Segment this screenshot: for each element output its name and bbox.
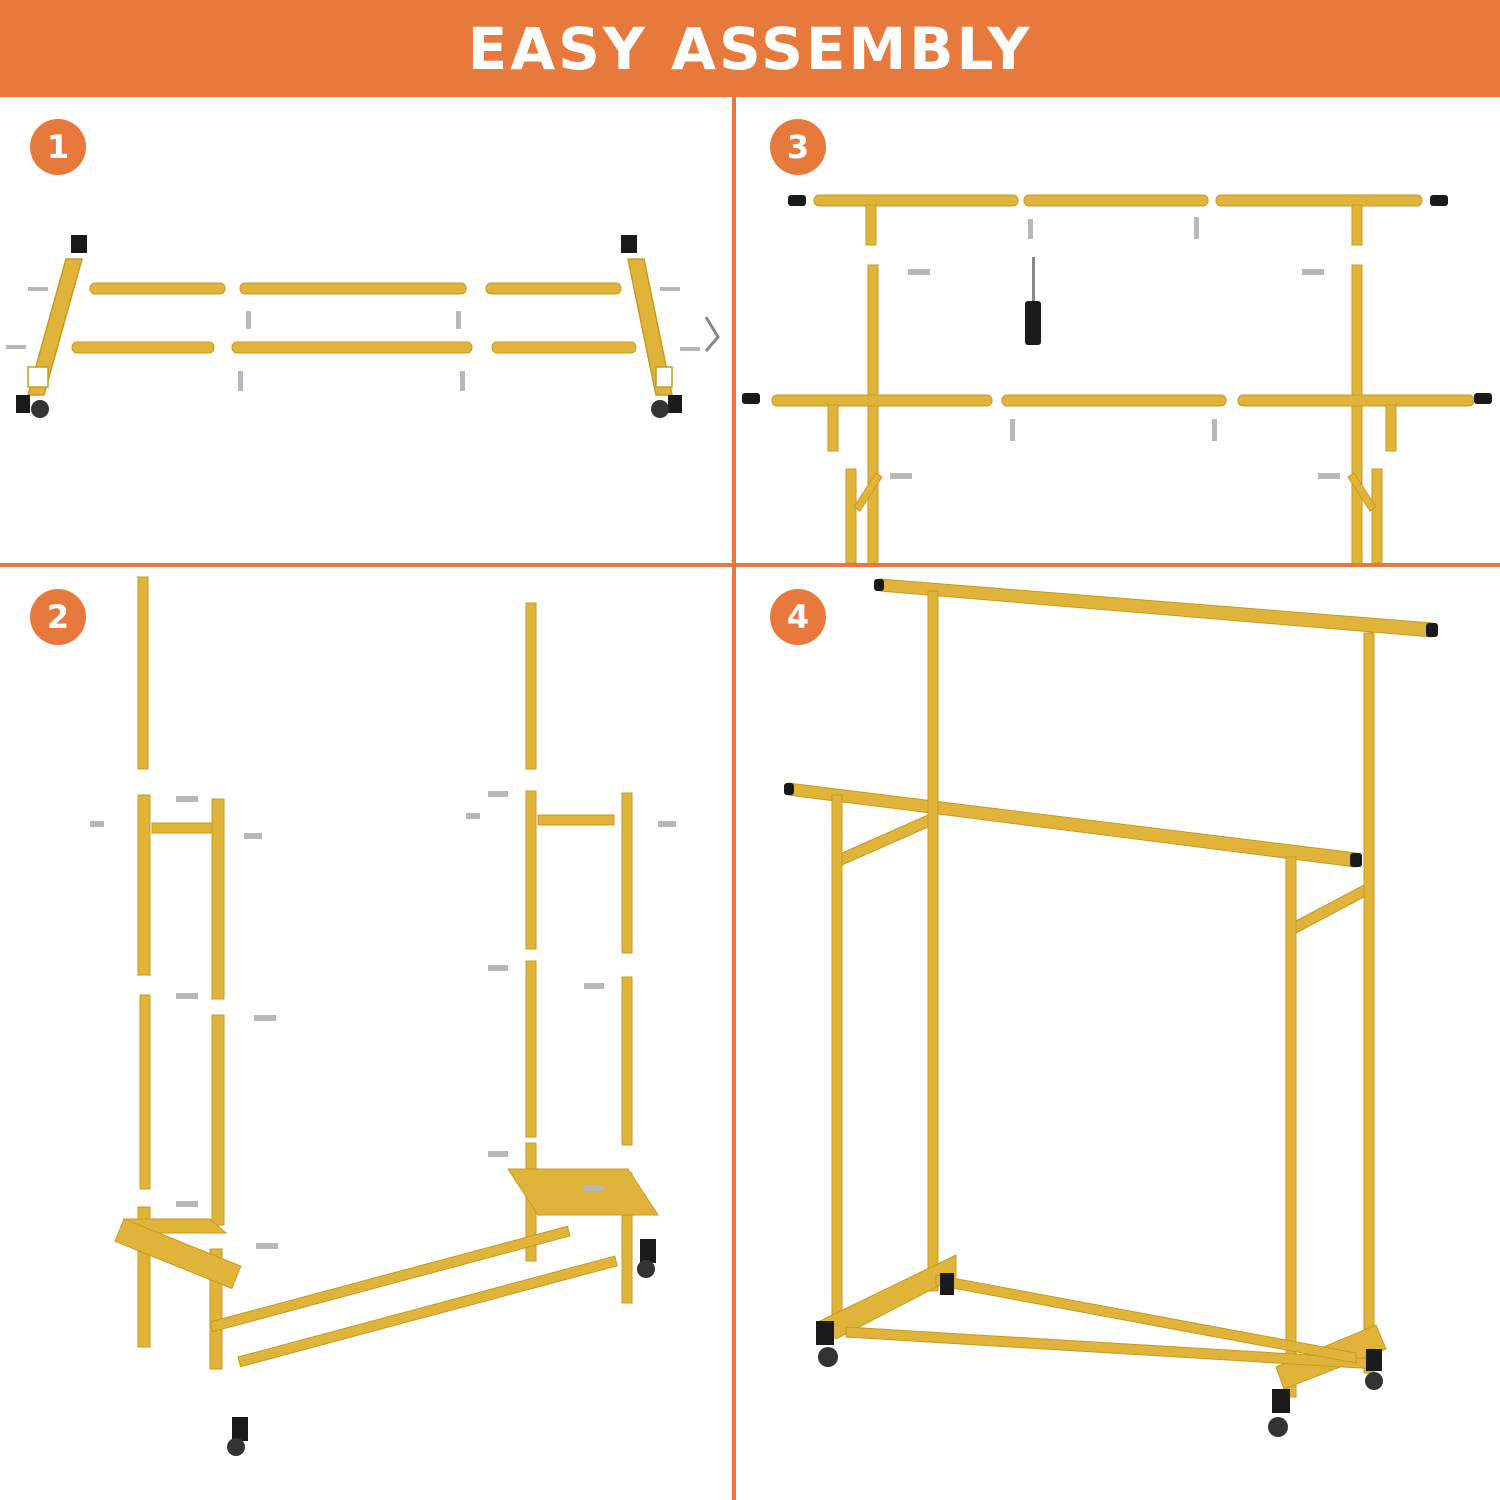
step-1-panel: 1 xyxy=(0,97,732,563)
top-bar-segment xyxy=(1023,194,1209,207)
top-bar-segment xyxy=(813,194,1019,207)
lower-bar-segment xyxy=(1001,394,1227,407)
header-banner: EASY ASSEMBLY xyxy=(0,0,1500,97)
end-cap-icon xyxy=(742,195,1492,404)
end-cap-icon xyxy=(71,235,87,253)
step-3-badge: 3 xyxy=(770,119,826,175)
step-4-panel: 4 xyxy=(736,567,1500,1500)
divider-vertical xyxy=(732,97,736,1500)
top-bar-segment xyxy=(1215,194,1423,207)
base-foot-right xyxy=(627,258,673,396)
end-cap-icon xyxy=(784,579,1438,867)
caster-wheel-icon xyxy=(816,1273,1383,1437)
caster-wheel-icon xyxy=(16,395,49,418)
divider-horizontal xyxy=(0,563,1500,567)
step-2-badge: 2 xyxy=(30,589,86,645)
caster-wheel-icon xyxy=(227,1239,656,1456)
step-2-illustration xyxy=(90,576,676,1456)
step-3-illustration xyxy=(742,194,1492,563)
step-1-badge: 1 xyxy=(30,119,86,175)
lower-hanging-rail xyxy=(787,782,1357,868)
upright-right-top xyxy=(525,602,537,770)
step-2-panel: 2 xyxy=(0,567,732,1500)
top-hanging-rail xyxy=(879,578,1433,638)
page-title: EASY ASSEMBLY xyxy=(467,14,1033,83)
step-1-illustration xyxy=(6,235,720,418)
lower-bar-segment xyxy=(771,394,993,407)
step-4-badge: 4 xyxy=(770,589,826,645)
hex-key-icon xyxy=(704,316,720,352)
base-front-foot xyxy=(114,1218,242,1290)
screwdriver-icon xyxy=(1025,257,1041,345)
upright-left-top xyxy=(137,576,149,770)
base-tube-lower xyxy=(71,341,637,354)
end-cap-icon xyxy=(621,235,637,253)
caster-wheel-icon xyxy=(651,395,682,418)
lower-bar-segment xyxy=(1237,394,1475,407)
step-4-illustration xyxy=(784,578,1438,1437)
screw-icon xyxy=(90,791,676,1249)
screw-icon xyxy=(890,217,1340,479)
base-tube-upper xyxy=(89,282,622,295)
base-foot-left xyxy=(27,258,83,396)
step-3-panel: 3 xyxy=(736,97,1500,563)
screw-icon xyxy=(6,287,700,391)
